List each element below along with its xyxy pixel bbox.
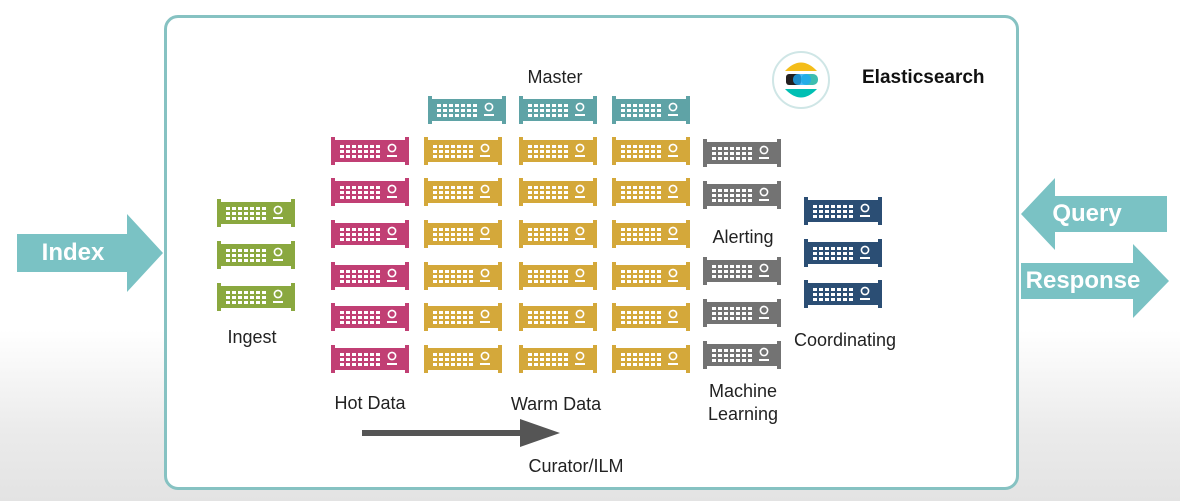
- coordinating-server-icon: [804, 280, 882, 308]
- hot-server-icon: [331, 345, 409, 373]
- warm-server-icon: [424, 220, 502, 248]
- hot-server-icon: [331, 137, 409, 165]
- curator-flow-arrow: [362, 419, 560, 447]
- master-server-icon: [519, 96, 597, 124]
- machine-learning-label: Machine Learning: [708, 380, 778, 426]
- warm-server-icon: [519, 303, 597, 331]
- warm-server-icon: [612, 345, 690, 373]
- warm-server-icon: [612, 137, 690, 165]
- warm-server-icon: [424, 178, 502, 206]
- warm-server-icon: [519, 178, 597, 206]
- master-server-icon: [428, 96, 506, 124]
- warm-server-icon: [519, 137, 597, 165]
- response-arrow: [1021, 244, 1169, 318]
- hot-server-icon: [331, 262, 409, 290]
- brand-name: Elasticsearch: [862, 67, 985, 88]
- ingest-server-icon: [217, 283, 295, 311]
- hot-server-icon: [331, 303, 409, 331]
- warm-server-icon: [424, 303, 502, 331]
- coordinating-server-icon: [804, 239, 882, 267]
- response-label: Response: [1025, 267, 1141, 294]
- warm-server-icon: [612, 262, 690, 290]
- warm-server-icon: [519, 345, 597, 373]
- coordinating-server-icon: [804, 197, 882, 225]
- ml-server-icon: [703, 299, 781, 327]
- query-label: Query: [1052, 200, 1122, 227]
- alerting-label: Alerting: [712, 227, 774, 247]
- alerting-server-icon: [703, 181, 781, 209]
- index-label: Index: [41, 239, 105, 266]
- warm-server-icon: [612, 303, 690, 331]
- hot-data-label: Hot Data: [334, 393, 406, 413]
- warm-server-icon: [519, 220, 597, 248]
- warm-server-icon: [424, 345, 502, 373]
- machine-learning-label-line2: Learning: [707, 404, 779, 424]
- index-arrow: [17, 214, 163, 292]
- ingest-label: Ingest: [227, 327, 277, 347]
- ml-server-icon: [703, 341, 781, 369]
- master-server-icon: [612, 96, 690, 124]
- warm-server-icon: [519, 262, 597, 290]
- ingest-server-icon: [217, 241, 295, 269]
- hot-server-icon: [331, 178, 409, 206]
- warm-server-icon: [424, 262, 502, 290]
- coordinating-label: Coordinating: [793, 330, 897, 350]
- curator-label: Curator/ILM: [528, 456, 624, 476]
- alerting-server-icon: [703, 139, 781, 167]
- warm-server-icon: [612, 220, 690, 248]
- warm-server-icon: [612, 178, 690, 206]
- warm-data-label: Warm Data: [510, 394, 602, 414]
- ingest-server-icon: [217, 199, 295, 227]
- hot-server-icon: [331, 220, 409, 248]
- master-label: Master: [527, 67, 583, 87]
- query-arrow: [1021, 178, 1167, 250]
- ml-server-icon: [703, 257, 781, 285]
- warm-server-icon: [424, 137, 502, 165]
- elasticsearch-logo-icon: [772, 51, 830, 109]
- machine-learning-label-line1: Machine: [708, 381, 778, 401]
